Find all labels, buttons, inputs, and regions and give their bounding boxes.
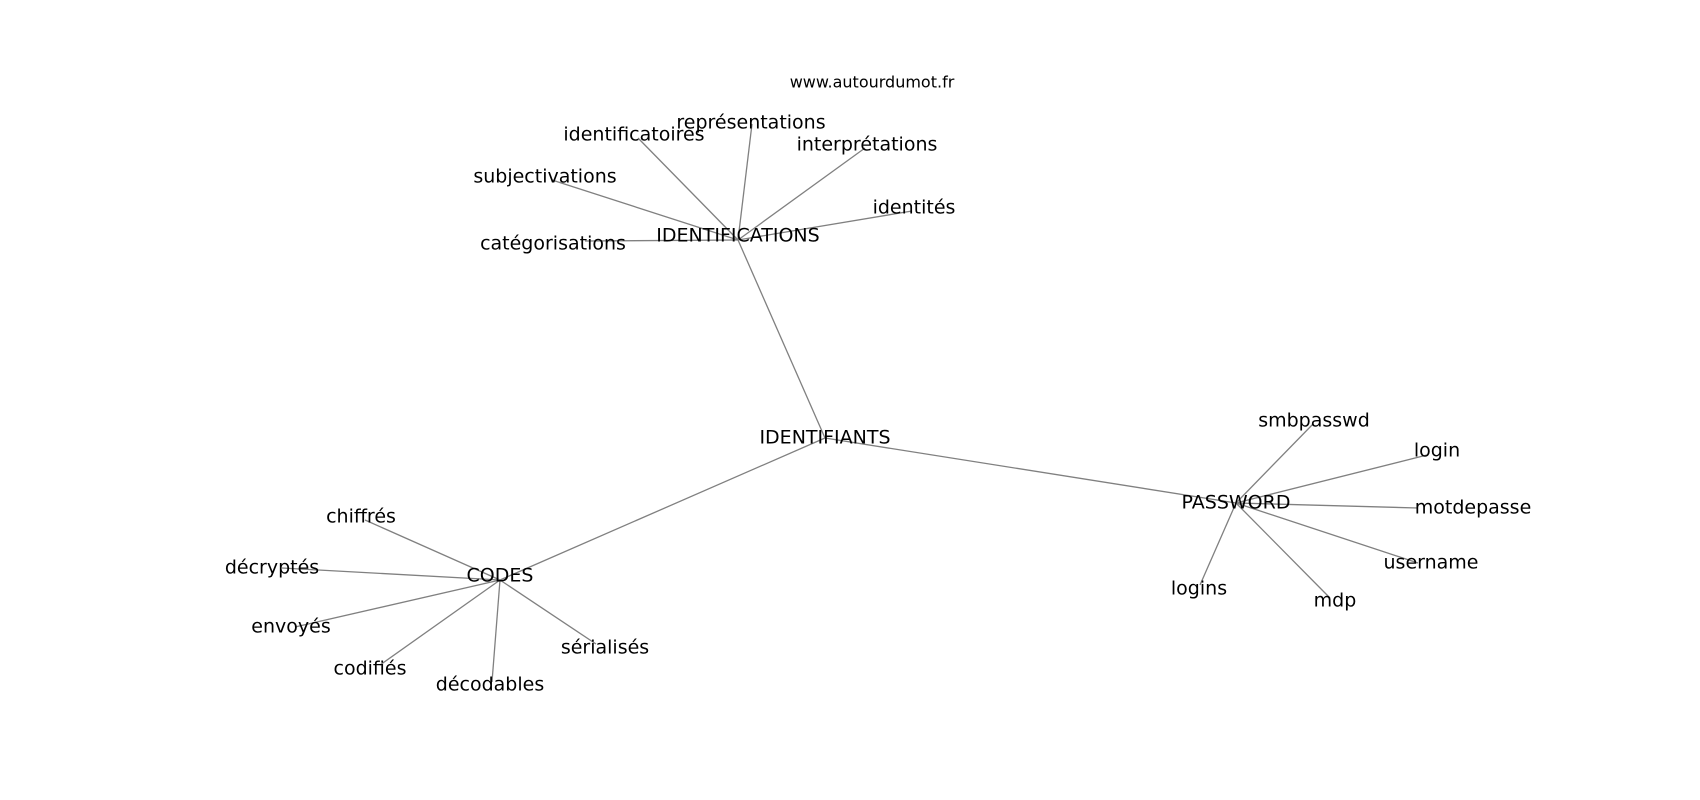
edge-codes-decryptes [281,567,501,581]
node-identifications: IDENTIFICATIONS [656,225,819,247]
edge-identifiants-password [824,437,1237,504]
edge-codes-envoyes [294,579,501,628]
node-mdp: mdp [1314,590,1357,612]
edge-codes-decodables [491,579,501,683]
edge-password-username [1235,502,1419,564]
node-password: PASSWORD [1182,492,1291,514]
edge-identifications-representations [737,123,753,241]
edges [281,123,1428,683]
edge-identifications-identites [737,210,913,241]
node-labels: IDENTIFIANTS IDENTIFICATIONS identificatoi… [225,112,1531,696]
node-representations: représentations [676,112,825,134]
node-motdepasse: motdepasse [1415,497,1532,519]
node-categorisations: catégorisations [480,233,626,255]
edge-password-smbpasswd [1235,423,1314,504]
edge-identifiants-identifications [737,239,826,439]
edge-identifications-identificatoires [637,137,739,241]
edge-identifications-interpretations [737,147,866,241]
edge-password-motdepasse [1235,502,1419,509]
node-identites: identités [873,197,956,219]
node-identificatoires: identificatoires [563,124,704,146]
edge-codes-codifies [379,579,501,666]
edge-password-logins [1199,502,1237,586]
node-login: login [1414,440,1460,462]
node-subjectivations: subjectivations [473,166,616,188]
node-codes: CODES [467,565,534,587]
node-username: username [1384,552,1479,574]
node-smbpasswd: smbpasswd [1258,410,1370,432]
edge-password-login [1235,454,1428,504]
node-decodables: décodables [436,674,544,696]
edge-identifications-subjectivations [551,179,739,241]
node-envoyes: envoyés [251,616,330,638]
edge-codes-serialises [499,579,597,645]
edge-identifications-categorisations [584,239,739,242]
node-codifies: codifiés [334,658,407,680]
node-chiffres: chiffrés [326,506,396,528]
node-serialises: sérialisés [561,637,649,659]
node-decryptes: décryptés [225,557,319,579]
node-interpretations: interprétations [797,134,938,156]
edge-codes-chiffres [364,519,501,581]
edge-password-mdp [1235,502,1331,599]
edge-identifiants-codes [499,437,826,581]
node-identifiants: IDENTIFIANTS [759,427,890,449]
source-label: www.autourdumot.fr [790,73,955,92]
node-logins: logins [1171,578,1227,600]
